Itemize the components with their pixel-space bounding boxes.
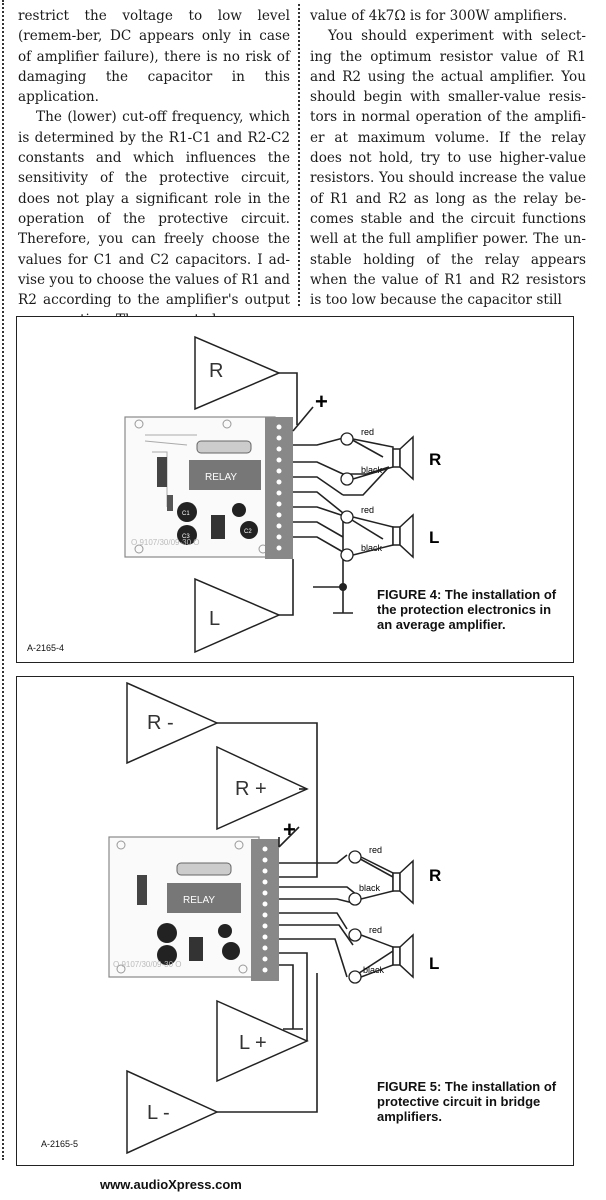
amplifier-l-plus-label: L +	[239, 1032, 267, 1054]
wiring	[217, 722, 394, 1113]
figure-4-caption: FIGURE 4: The installation of the protec…	[377, 587, 556, 632]
protection-pcb: RELAY C1 C3 C2 O 9107/30/09-30 O	[124, 416, 293, 559]
wire-black-2: black	[363, 965, 385, 975]
wire-black-1: black	[359, 883, 381, 893]
column-divider	[298, 4, 300, 306]
amplifier-r-minus-label: R -	[147, 712, 174, 734]
amplifier-r-plus-symbol	[216, 745, 309, 831]
wire-red-1: red	[361, 427, 374, 437]
amplifier-l-symbol: L	[194, 577, 281, 654]
speaker-l-label: L	[429, 954, 439, 973]
caption-line: FIGURE 4: The installation of	[377, 587, 557, 602]
amplifier-r-minus-symbol	[126, 681, 219, 765]
wiring	[279, 372, 390, 616]
footer-url: www.audioXpress.com	[100, 1177, 242, 1192]
speaker-l-label: L	[429, 528, 439, 547]
amplifier-r-plus-label: R +	[235, 778, 267, 800]
left-paragraph-1: restrict the voltage to low level (remem…	[18, 8, 290, 106]
svg-text:C3: C3	[182, 534, 190, 540]
left-text-column: restrict the voltage to low level (remem…	[18, 6, 290, 331]
speaker-l-icon	[352, 513, 414, 559]
relay-label: RELAY	[183, 895, 215, 906]
figure-4: R L RELAY C1 C3 C2 O	[16, 316, 574, 663]
plus-label: +	[315, 389, 328, 414]
figure-5-caption: FIGURE 5: The installation of protective…	[377, 1079, 556, 1124]
wire-black-2: black	[361, 543, 383, 553]
caption-line: amplifiers.	[377, 1109, 443, 1124]
wire-red-2: red	[361, 505, 374, 515]
caption-line: the protection electronics in	[377, 602, 552, 617]
right-paragraph-1: value of 4k7Ω is for 300W amplifiers.	[310, 8, 568, 24]
wire-red-1: red	[369, 845, 382, 855]
svg-text:O 9107/30/09-30 O: O 9107/30/09-30 O	[131, 538, 200, 547]
amplifier-l-label: L	[209, 608, 220, 630]
right-text-column: value of 4k7Ω is for 300W amplifiers. Yo…	[310, 6, 586, 310]
page-margin-rule	[2, 0, 4, 1160]
svg-text:C2: C2	[244, 529, 252, 535]
caption-line: protective circuit in bridge	[377, 1094, 541, 1109]
ground-junction	[339, 583, 347, 591]
figure-5-code: A-2165-5	[41, 1139, 79, 1149]
wire-red-2: red	[369, 925, 382, 935]
caption-line: FIGURE 5: The installation of	[377, 1079, 557, 1094]
amplifier-l-plus-symbol	[216, 999, 309, 1083]
speaker-l-icon	[360, 933, 414, 979]
svg-text:C1: C1	[182, 511, 190, 517]
relay-label: RELAY	[205, 472, 237, 483]
amplifier-l-minus-symbol	[126, 1069, 219, 1155]
plus-label: +	[283, 817, 296, 842]
figure-4-diagram: R L RELAY C1 C3 C2 O	[124, 335, 441, 654]
figure-5: R - R + L + L - RELAY O 9107/30/09-30 O	[16, 676, 574, 1166]
left-paragraph-2: The (lower) cut-off frequency, which is …	[18, 109, 290, 328]
figure-5-diagram: R - R + L + L - RELAY O 9107/30/09-30 O	[108, 681, 441, 1155]
speaker-r-icon	[360, 856, 414, 905]
wire-black-1: black	[361, 465, 383, 475]
amplifier-l-minus-label: L -	[147, 1102, 170, 1124]
amplifier-r-label: R	[209, 360, 223, 382]
caption-line: an average amplifier.	[377, 617, 506, 632]
speaker-r-label: R	[429, 450, 441, 469]
speaker-r-icon	[352, 435, 414, 481]
right-paragraph-2: You should experiment with select-ing th…	[310, 28, 586, 309]
speaker-r-label: R	[429, 866, 441, 885]
figure-4-code: A-2165-4	[27, 643, 65, 653]
svg-text:O 9107/30/09-30 O: O 9107/30/09-30 O	[113, 960, 182, 969]
amplifier-r-symbol: R	[194, 335, 281, 411]
protection-pcb: RELAY O 9107/30/09-30 O	[108, 836, 279, 981]
